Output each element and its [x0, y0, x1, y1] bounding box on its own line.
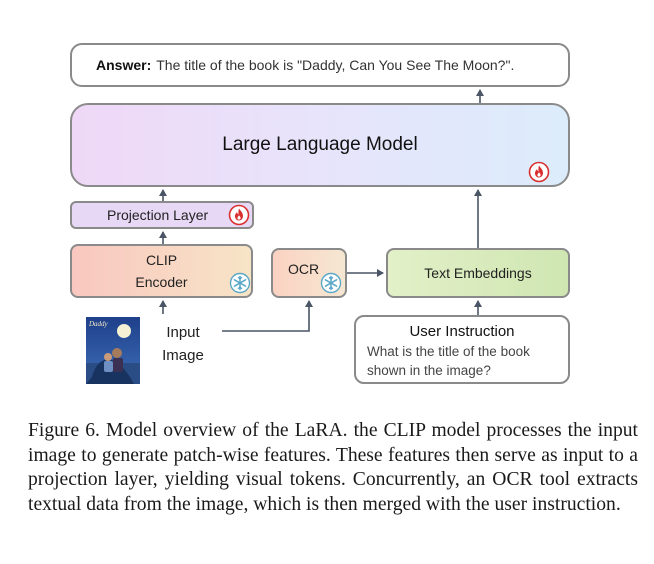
clip-encoder-line1: CLIP — [145, 252, 178, 268]
arrow-image-to-ocr — [222, 300, 313, 332]
snowflake-icon — [229, 272, 251, 294]
user-instruction-body-line2: shown in the image? — [367, 363, 491, 378]
snowflake-icon — [320, 272, 342, 294]
user-instruction-title: User Instruction — [409, 323, 515, 340]
input-image-line1: Input — [166, 324, 200, 341]
clip-encoder-line2: Encoder — [135, 274, 188, 290]
input-image-thumbnail: Daddy — [86, 317, 140, 384]
text-embeddings-label: Text Embeddings — [424, 265, 532, 281]
projection-layer-label: Projection Layer — [107, 207, 209, 223]
figure-caption: Figure 6. Model overview of the LaRA. th… — [28, 420, 638, 515]
user-instruction-body: What is the title of the book shown in t… — [367, 342, 557, 380]
llm-label: Large Language Model — [222, 134, 418, 155]
user-instruction-box: User Instruction What is the title of th… — [354, 315, 570, 384]
clip-encoder-box: CLIP Encoder — [70, 244, 253, 298]
projection-layer-box: Projection Layer — [70, 201, 254, 229]
llm-box: Large Language Model — [70, 103, 570, 187]
answer-label: Answer: — [96, 57, 152, 73]
fire-icon — [228, 204, 250, 226]
text-embeddings-box: Text Embeddings — [386, 248, 570, 298]
ocr-label: OCR — [288, 261, 320, 277]
answer-box: Answer: The title of the book is "Daddy,… — [70, 43, 570, 87]
input-image-label: Input Image — [153, 321, 213, 367]
fire-icon — [528, 161, 550, 183]
user-instruction-body-line1: What is the title of the book — [367, 344, 530, 359]
thumbnail-title: Daddy — [88, 320, 109, 328]
answer-text: The title of the book is "Daddy, Can You… — [156, 57, 515, 73]
input-image-line2: Image — [162, 347, 204, 364]
